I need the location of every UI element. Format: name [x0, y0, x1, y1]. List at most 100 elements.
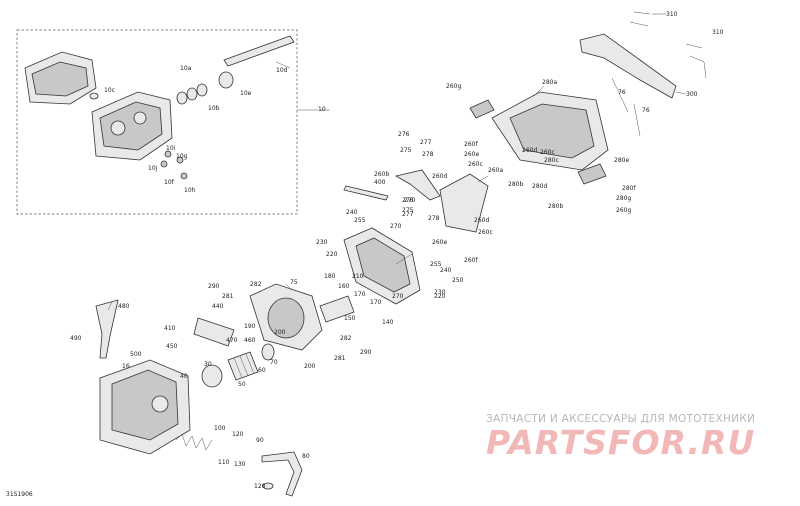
watermark-tagline: ЗАПЧАСТИ И АКСЕССУАРЫ ДЛЯ МОТОТЕХНИКИ	[486, 413, 756, 425]
watermark-logo: PARTSFOR.RU	[486, 423, 756, 462]
bolt-set-76-part[interactable]	[611, 77, 641, 137]
leader-lines	[107, 13, 687, 311]
callout-275b: 275	[402, 207, 414, 214]
callout-260f2: 260f	[464, 257, 478, 264]
callout-170b: 170	[370, 299, 382, 306]
hose-480-part[interactable]	[95, 299, 119, 359]
callout-260d3: 260d	[522, 147, 537, 154]
bolt-set-310-part[interactable]	[629, 11, 707, 79]
pump-housing-part[interactable]	[249, 283, 323, 351]
drive-shaft-part[interactable]	[223, 35, 295, 67]
callout-40: 40	[180, 373, 188, 380]
callout-260c1: 260c	[468, 161, 483, 168]
callout-290b: 290	[360, 349, 372, 356]
callout-200a: 200	[274, 329, 286, 336]
callout-200b: 200	[304, 363, 316, 370]
callout-260a: 260a	[488, 167, 503, 174]
callout-76b: 76	[642, 107, 650, 114]
grab-handle-part[interactable]	[579, 33, 677, 99]
callout-100: 100	[214, 425, 226, 432]
small-ring-part[interactable]	[89, 92, 99, 100]
mounting-frame-part[interactable]	[343, 227, 421, 305]
support-bracket-part[interactable]	[193, 317, 235, 347]
callout-440: 440	[212, 303, 224, 310]
callout-240b: 240	[440, 267, 452, 274]
callout-280d: 280d	[532, 183, 547, 190]
callout-260c2: 260c	[478, 229, 493, 236]
callout-278b: 278	[428, 215, 440, 222]
callout-150: 150	[344, 315, 356, 322]
callout-240a: 240	[346, 209, 358, 216]
callout-260e2: 260e	[432, 239, 447, 246]
callout-280e: 280e	[614, 157, 629, 164]
callout-10g: 10g	[176, 153, 188, 160]
callout-290a: 290	[208, 283, 220, 290]
callout-120b: 120	[254, 483, 266, 490]
callout-480: 480	[118, 303, 130, 310]
lever-part[interactable]	[394, 169, 441, 201]
coupling-part[interactable]	[201, 364, 223, 388]
callout-labels: 10 10a 10b 10c 10d 10e 10f 10g 10h 10i 1…	[70, 11, 724, 490]
callout-260e1: 260e	[464, 151, 479, 158]
callout-250: 250	[452, 277, 464, 284]
callout-310b: 310	[712, 29, 724, 36]
rod-part[interactable]	[343, 185, 389, 201]
side-pad-left-part[interactable]	[469, 99, 495, 119]
callout-276a: 276	[398, 131, 410, 138]
callout-281a: 281	[222, 293, 234, 300]
callout-260g2: 260g	[616, 207, 631, 214]
callout-260b: 260b	[374, 171, 389, 178]
washer-120-part[interactable]	[262, 482, 274, 490]
callout-280g: 280g	[616, 195, 631, 202]
callout-280b2: 280b	[548, 203, 563, 210]
callout-130: 130	[234, 461, 246, 468]
callout-490: 490	[70, 335, 82, 342]
callout-277b: 277	[402, 211, 414, 218]
nozzle-bracket-part[interactable]	[439, 173, 489, 233]
ring-70-part[interactable]	[261, 343, 275, 361]
callout-460: 460	[244, 337, 256, 344]
callout-300: 300	[686, 91, 698, 98]
callout-277a: 277	[420, 139, 432, 146]
callout-180: 180	[324, 273, 336, 280]
bellows-boot-part[interactable]	[227, 351, 259, 381]
callout-282a: 282	[250, 281, 262, 288]
callout-270b: 270	[392, 293, 404, 300]
diagram-code: 31S1906	[6, 491, 33, 498]
callout-280f: 280f	[622, 185, 636, 192]
callout-170a: 170	[354, 291, 366, 298]
side-pad-right-part[interactable]	[577, 163, 607, 185]
callout-310a: 310	[666, 11, 678, 18]
callout-450: 450	[166, 343, 178, 350]
callout-270c: 270	[404, 197, 416, 204]
callout-275a: 275	[400, 147, 412, 154]
callout-220a: 220	[326, 251, 338, 258]
spring-part[interactable]	[175, 433, 213, 451]
callout-260d2: 260d	[474, 217, 489, 224]
callout-410: 410	[164, 325, 176, 332]
fastener-cluster-part[interactable]	[160, 150, 188, 180]
callout-260d1: 260d	[432, 173, 447, 180]
callout-120a: 120	[232, 431, 244, 438]
o-ring-set-part[interactable]	[176, 71, 234, 105]
gearbox-housing-part[interactable]	[99, 359, 191, 455]
callout-110: 110	[218, 459, 230, 466]
callout-281b: 281	[334, 355, 346, 362]
callout-230b: 230	[434, 289, 446, 296]
callout-470: 470	[226, 337, 238, 344]
callout-220b: 220	[434, 293, 446, 300]
callout-30: 30	[204, 361, 212, 368]
callout-280b1: 280b	[508, 181, 523, 188]
engine-block-part[interactable]	[24, 51, 173, 161]
top-cover-part[interactable]	[491, 91, 609, 171]
callout-282b: 282	[340, 335, 352, 342]
linkage-part[interactable]	[319, 295, 355, 323]
callout-80: 80	[302, 453, 310, 460]
callout-60: 60	[258, 367, 266, 374]
callout-10j: 10j	[148, 165, 158, 172]
callout-10: 10	[318, 106, 326, 113]
callout-90: 90	[256, 437, 264, 444]
callout-160: 160	[338, 283, 350, 290]
cable-part[interactable]	[261, 451, 303, 497]
callout-10b: 10b	[208, 105, 220, 112]
